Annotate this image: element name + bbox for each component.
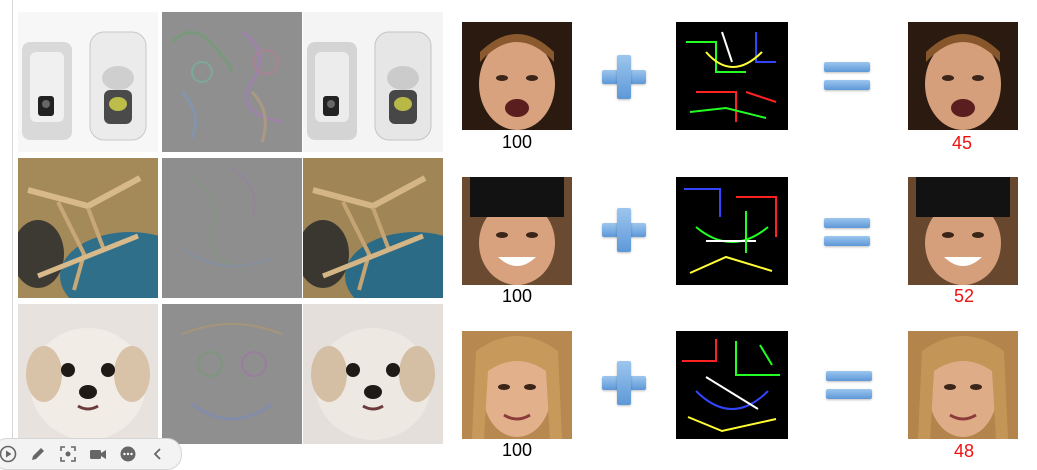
face-1-original-image [462, 22, 572, 130]
dog-perturbation-image [162, 304, 302, 444]
plus-icon [602, 208, 646, 252]
presentation-toolbar [0, 438, 182, 470]
dog-original-image [18, 304, 158, 444]
face-3-result-score: 48 [954, 441, 975, 461]
equals-icon [824, 218, 870, 248]
mantis-original-image [18, 158, 158, 298]
face-2-original-image [462, 177, 572, 285]
face-1-perturbation-image [676, 22, 788, 130]
face-3-source-score: 100 [502, 440, 533, 460]
face-2-source-score: 100 [502, 286, 533, 306]
back-icon[interactable] [149, 445, 167, 463]
dispenser-adversarial-image [303, 12, 443, 152]
camera-icon[interactable] [89, 445, 107, 463]
face-2-adversarial-image [908, 177, 1018, 285]
dog-adversarial-image [303, 304, 443, 444]
face-2-result-score: 52 [954, 286, 975, 306]
pen-icon[interactable] [29, 445, 47, 463]
slide-border [12, 0, 13, 465]
face-1-source-score: 100 [502, 132, 533, 152]
capture-icon[interactable] [59, 445, 77, 463]
mantis-perturbation-image [162, 158, 302, 298]
play-icon[interactable] [0, 445, 17, 463]
more-icon[interactable] [119, 445, 137, 463]
face-3-original-image [462, 331, 572, 439]
face-1-adversarial-image [908, 22, 1018, 130]
plus-icon [602, 55, 646, 99]
plus-icon [602, 361, 646, 405]
face-3-adversarial-image [908, 331, 1018, 439]
dispenser-original-image [18, 12, 158, 152]
face-1-result-score: 45 [952, 133, 973, 153]
face-3-perturbation-image [676, 331, 788, 439]
mantis-adversarial-image [303, 158, 443, 298]
dispenser-perturbation-image [162, 12, 302, 152]
face-2-perturbation-image [676, 177, 788, 285]
equals-icon [826, 371, 872, 401]
equals-icon [824, 62, 870, 92]
